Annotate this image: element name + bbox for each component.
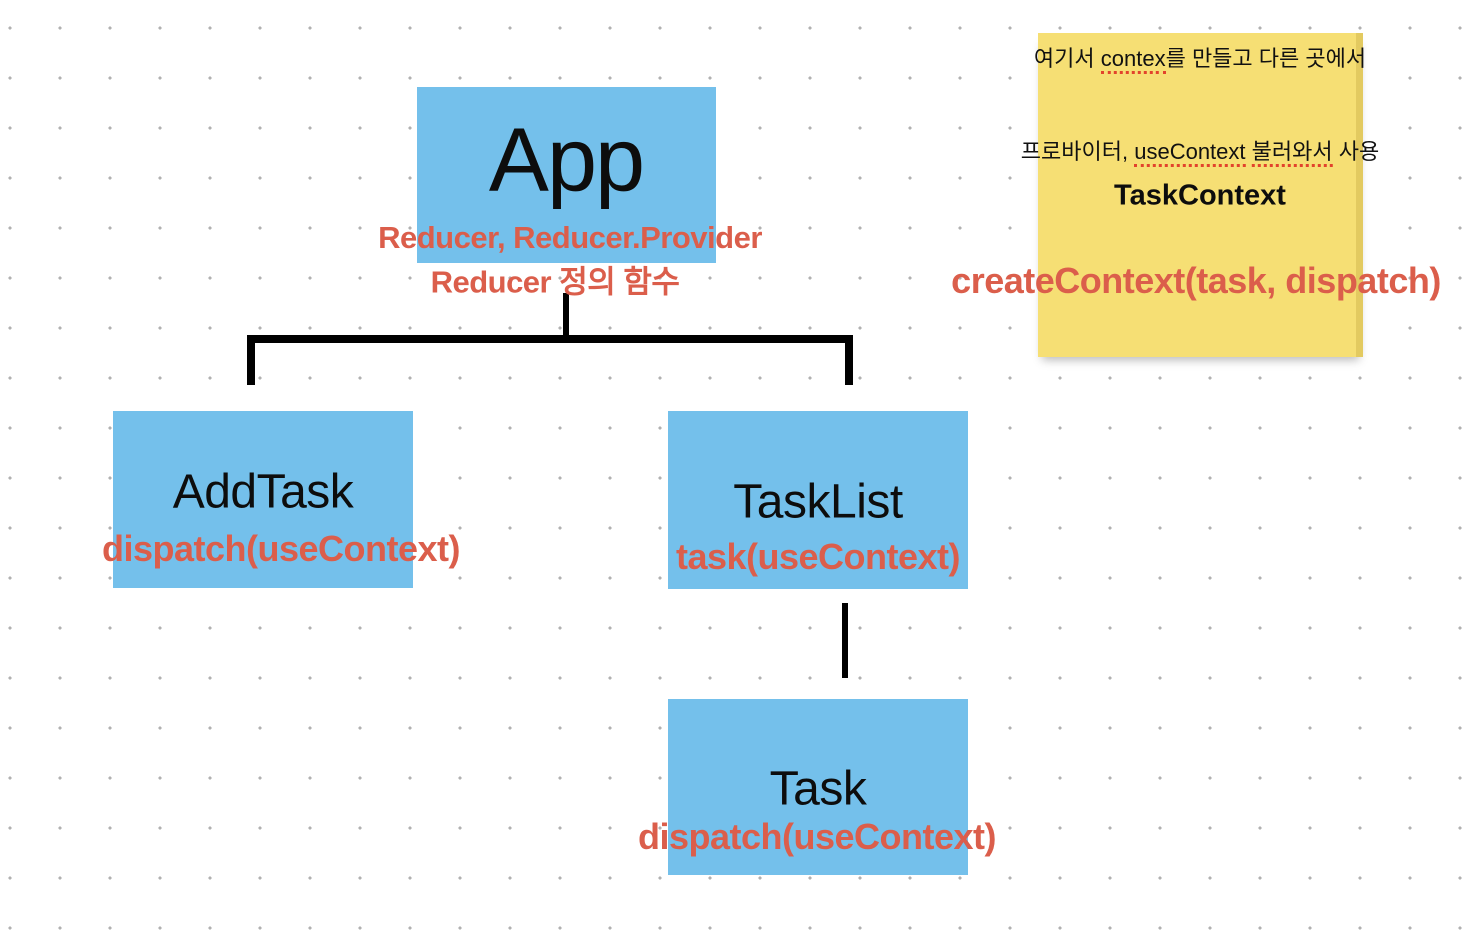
- app-annotation-line2[interactable]: Reducer 정의 함수: [430, 264, 680, 300]
- sticky-note-memo: 여기서 contex를 만들고 다른 곳에서 프로바이터, useContext…: [1021, 0, 1379, 229]
- tasklist-node-box[interactable]: [668, 411, 968, 589]
- sticky-note-title: TaskContext: [1114, 179, 1286, 212]
- addtask-annotation[interactable]: dispatch(useContext): [101, 528, 461, 569]
- task-annotation[interactable]: dispatch(useContext): [637, 816, 997, 857]
- sticky-note[interactable]: [1038, 33, 1363, 357]
- app-node-box[interactable]: [417, 87, 716, 263]
- task-node-label: Task: [769, 762, 867, 816]
- connector-app-stem[interactable]: [563, 293, 569, 343]
- memo-text: 사용: [1332, 139, 1380, 164]
- connector-addtask-drop[interactable]: [247, 335, 255, 385]
- app-annotation-line1[interactable]: Reducer, Reducer.Provider: [378, 220, 762, 255]
- sticky-note-memo-line2: 프로바이터, useContext 불러와서 사용: [1021, 136, 1379, 167]
- memo-text: 프로바이터,: [1020, 139, 1135, 164]
- memo-text: [1246, 139, 1252, 164]
- tasklist-annotation[interactable]: task(useContext): [675, 536, 961, 577]
- sticky-note-memo-line1: 여기서 contex를 만들고 다른 곳에서: [1021, 43, 1379, 74]
- memo-misspelled-word: useContext: [1134, 139, 1246, 167]
- memo-misspelled-word: contex: [1100, 46, 1166, 74]
- connector-tasklist-drop[interactable]: [845, 335, 853, 385]
- addtask-node-label: AddTask: [172, 465, 354, 519]
- tasklist-node-label: TaskList: [733, 475, 903, 529]
- app-node-label: App: [488, 110, 645, 211]
- memo-text: 여기서: [1033, 46, 1101, 71]
- memo-misspelled-word: 불러와서: [1251, 139, 1333, 167]
- sticky-note-annotation[interactable]: createContext(task, dispatch): [951, 260, 1441, 301]
- connector-tasklist-task[interactable]: [842, 603, 848, 678]
- connector-horizontal-bar[interactable]: [247, 335, 853, 343]
- task-node-box[interactable]: [668, 699, 968, 875]
- memo-text: 를 만들고 다른 곳에서: [1165, 46, 1367, 71]
- addtask-node-box[interactable]: [113, 411, 413, 588]
